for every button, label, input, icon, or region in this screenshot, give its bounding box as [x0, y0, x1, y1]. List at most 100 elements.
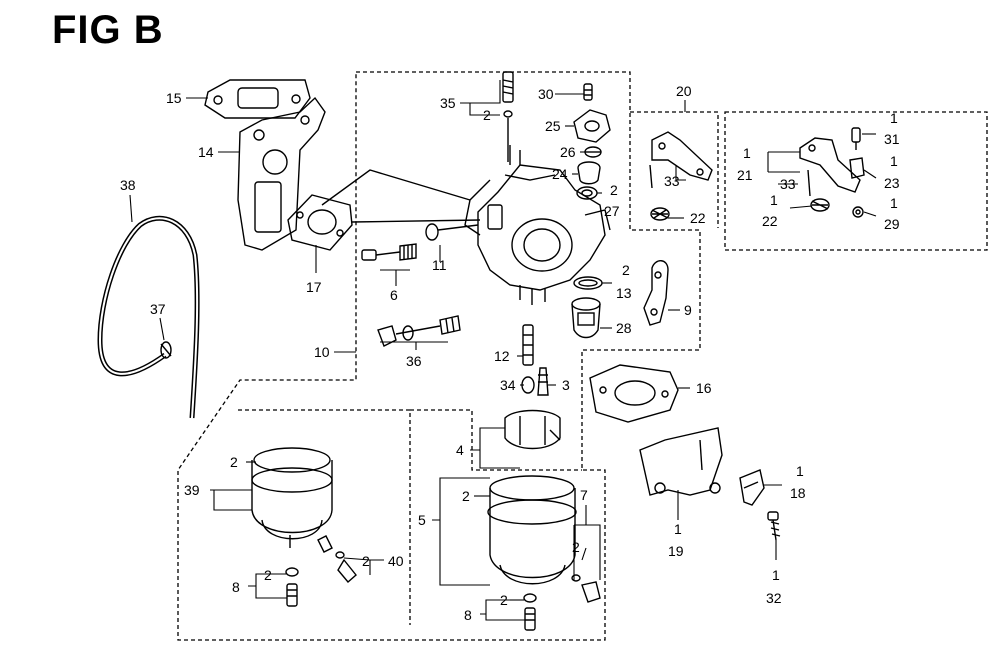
screw-3: [537, 367, 549, 396]
callout-9: 9: [684, 302, 692, 318]
fuel-tube-38: [97, 215, 200, 419]
bracket-19: [639, 427, 723, 496]
tube-clip-37: [160, 341, 172, 359]
callout-13-qty: 2: [622, 262, 630, 278]
callout-8a-qty: 2: [264, 567, 272, 583]
spring-22a: [650, 207, 670, 221]
callout-13: 13: [616, 285, 632, 301]
callout-28: 28: [616, 320, 632, 336]
callout-31: 31: [884, 131, 900, 147]
screw-35: [502, 71, 514, 162]
bolt-8b: [523, 593, 537, 631]
callout-37: 37: [150, 301, 166, 317]
gasket-16: [589, 364, 679, 423]
callout-27-qty: 2: [610, 182, 618, 198]
callout-15: 15: [166, 90, 182, 106]
carburetor-body: [464, 145, 611, 305]
float-28: [571, 297, 601, 339]
group-border-20: [630, 111, 719, 228]
washer-29: [852, 206, 864, 218]
main-jet-12: [522, 324, 534, 366]
callout-29: 29: [884, 216, 900, 232]
callout-32-qty: 1: [772, 567, 780, 583]
callout-14: 14: [198, 144, 214, 160]
group-border-5: [410, 409, 582, 471]
callout-31-qty: 1: [890, 110, 898, 126]
bowl-5: [487, 475, 577, 585]
group-border-39: [238, 409, 411, 625]
callout-5: 5: [418, 512, 426, 528]
oring-13: [573, 276, 603, 290]
callout-8a: 8: [232, 579, 240, 595]
callout-40-qty: 2: [362, 553, 370, 569]
callout-29-qty: 1: [890, 195, 898, 211]
callout-23: 23: [884, 175, 900, 191]
callout-7: 7: [580, 487, 588, 503]
screw-30: [583, 83, 593, 101]
nozzle-24: [577, 161, 601, 185]
spring-22b: [810, 198, 830, 212]
callout-20: 20: [676, 83, 692, 99]
callout-19: 19: [668, 543, 684, 559]
callout-30: 30: [538, 86, 554, 102]
callout-22a: 22: [690, 210, 706, 226]
part-23: [849, 157, 865, 179]
callout-39: 39: [184, 482, 200, 498]
shaft-line: [321, 169, 481, 223]
callout-18: 18: [790, 485, 806, 501]
bolt-8a: [285, 567, 299, 607]
callout-23-qty: 1: [890, 153, 898, 169]
callout-33b: 33: [780, 176, 796, 192]
callout-35: 35: [440, 95, 456, 111]
screw-6: [361, 243, 417, 261]
gasket-15: [204, 79, 311, 119]
screw-11: [425, 223, 479, 241]
lever-9: [643, 260, 669, 326]
leader-lines: [129, 80, 877, 621]
callout-36: 36: [406, 353, 422, 369]
callout-6: 6: [390, 287, 398, 303]
callout-5-qty: 2: [462, 488, 470, 504]
callout-21: 21: [737, 167, 753, 183]
figure-title: FIG B: [52, 8, 164, 52]
throttle-arm-20: [649, 131, 713, 189]
callout-22b-qty: 1: [770, 192, 778, 208]
callout-39-qty: 2: [230, 454, 238, 470]
insulator-plate-14: [237, 96, 326, 251]
callout-3: 3: [562, 377, 570, 393]
callout-24: 24: [552, 166, 568, 182]
callout-8b: 8: [464, 607, 472, 623]
callout-21-qty: 1: [743, 145, 751, 161]
callout-25: 25: [545, 118, 561, 134]
gasket-17: [287, 194, 353, 251]
drain-screw-40: [317, 535, 357, 583]
throttle-arm-21: [799, 137, 861, 197]
callout-18-qty: 1: [796, 463, 804, 479]
screw-31: [851, 127, 861, 150]
screw-36: [377, 315, 461, 347]
callout-19-qty: 1: [674, 521, 682, 537]
callout-27: 27: [604, 203, 620, 219]
cover-25: [573, 109, 611, 143]
group-border-main: [177, 71, 701, 641]
callout-33a: 33: [664, 173, 680, 189]
callout-34: 34: [500, 377, 516, 393]
callout-7-qty: 2: [572, 539, 580, 555]
float-4: [504, 409, 561, 450]
callout-12: 12: [494, 348, 510, 364]
group-border-21: [724, 111, 988, 251]
callout-40: 40: [388, 553, 404, 569]
callout-10: 10: [314, 344, 330, 360]
callout-17: 17: [306, 279, 322, 295]
bowl-39: [251, 447, 333, 548]
screw-32: [767, 511, 781, 541]
callout-35-qty: 2: [483, 107, 491, 123]
callout-32: 32: [766, 590, 782, 606]
drain-screw-7: [571, 574, 601, 603]
callout-38: 38: [120, 177, 136, 193]
callout-labels: 15 14 38 37 17 10 35 2 30 25 26 24 2 27 …: [120, 83, 900, 623]
part-18: [739, 469, 765, 506]
callout-16: 16: [696, 380, 712, 396]
